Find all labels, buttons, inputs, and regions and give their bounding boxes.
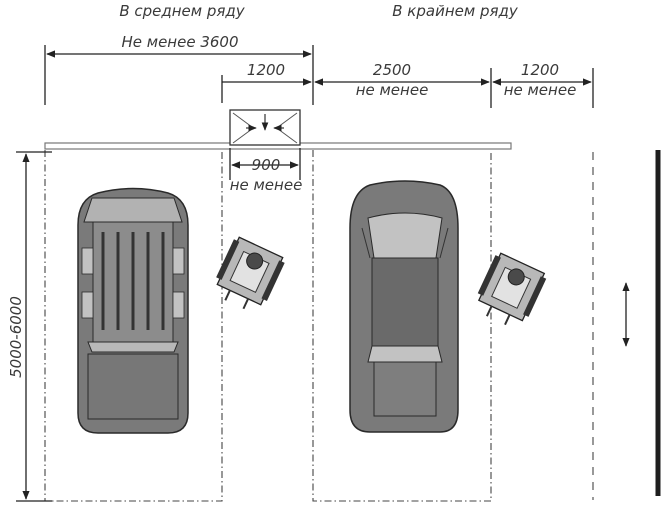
label-length: 5000-6000 <box>7 296 25 378</box>
label-900: 900 <box>251 156 281 174</box>
entrance-box <box>229 109 301 146</box>
left-wheelchair-icon <box>216 236 285 310</box>
dimension-1200-right <box>492 68 594 108</box>
dimension-2500 <box>314 68 492 108</box>
dimension-3600 <box>44 45 314 105</box>
label-outer-row: В крайнем ряду <box>392 2 518 20</box>
dimension-1200-aisle <box>221 75 312 103</box>
label-1200-aisle: 1200 <box>246 61 286 79</box>
right-car-icon <box>349 180 459 433</box>
parking-bay-outlines <box>44 150 492 502</box>
label-middle-row: В среднем ряду <box>119 2 245 20</box>
label-1200-right-sub: не менее <box>503 81 577 99</box>
dimension-length <box>16 151 52 502</box>
dimension-900 <box>229 148 301 180</box>
label-2500-sub: не менее <box>355 81 429 99</box>
left-car-icon <box>77 187 189 434</box>
label-min-3600: Не менее 3600 <box>121 33 239 51</box>
label-900-sub: не менее <box>229 176 303 194</box>
right-wheelchair-icon <box>477 252 547 326</box>
label-1200-right: 1200 <box>520 61 560 79</box>
label-2500: 2500 <box>372 61 412 79</box>
